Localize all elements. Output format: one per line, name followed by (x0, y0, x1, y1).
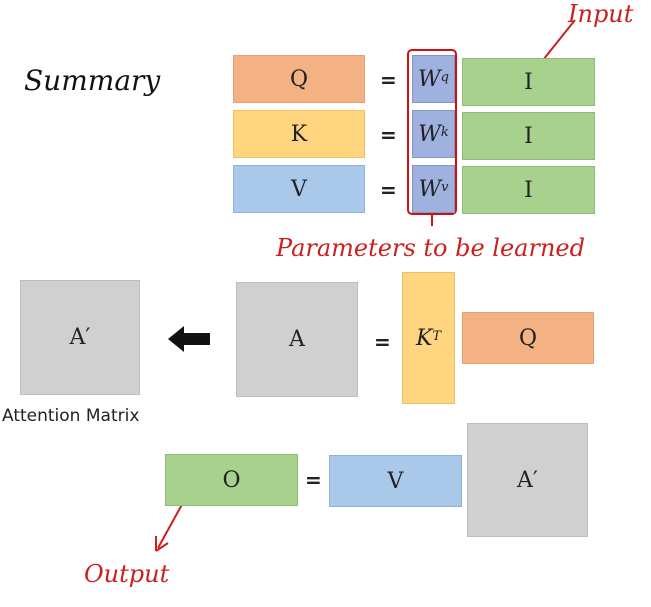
weight-q-sup: q (440, 69, 449, 85)
weight-v-base: W (418, 176, 442, 202)
weight-k-sup: k (440, 124, 449, 140)
query-box-attention: Q (462, 312, 594, 364)
weight-k-base: W (418, 121, 441, 147)
weight-q-base: W (418, 66, 441, 92)
key-box: K (233, 110, 365, 158)
attention-matrix-normalized-box: A′ (20, 280, 140, 395)
value-box-output: V (329, 455, 462, 507)
equals-sign-k: = (380, 123, 397, 147)
query-box: Q (233, 55, 365, 103)
input-annotation: Input (568, 0, 634, 28)
input-box-v: I (462, 166, 595, 214)
equals-sign-q: = (380, 68, 397, 92)
output-box: O (165, 454, 298, 506)
value-box: V (233, 165, 365, 213)
attention-matrix-normalized-box-output: A′ (467, 423, 588, 537)
weight-v-sup: v (441, 179, 449, 195)
input-box-q: I (462, 58, 595, 106)
equals-sign-output: = (305, 468, 322, 492)
attention-matrix-label: Attention Matrix (2, 406, 140, 426)
left-arrow-icon (168, 326, 210, 352)
parameters-annotation: Parameters to be learned (276, 234, 585, 262)
input-box-k: I (462, 112, 595, 160)
key-transpose-base: K (415, 325, 433, 351)
attention-matrix-box: A (236, 282, 358, 397)
key-transpose-sup: T (432, 328, 442, 344)
summary-title: Summary (24, 64, 161, 97)
equals-sign-attention: = (374, 330, 391, 354)
output-annotation: Output (84, 560, 170, 588)
equals-sign-v: = (380, 178, 397, 202)
